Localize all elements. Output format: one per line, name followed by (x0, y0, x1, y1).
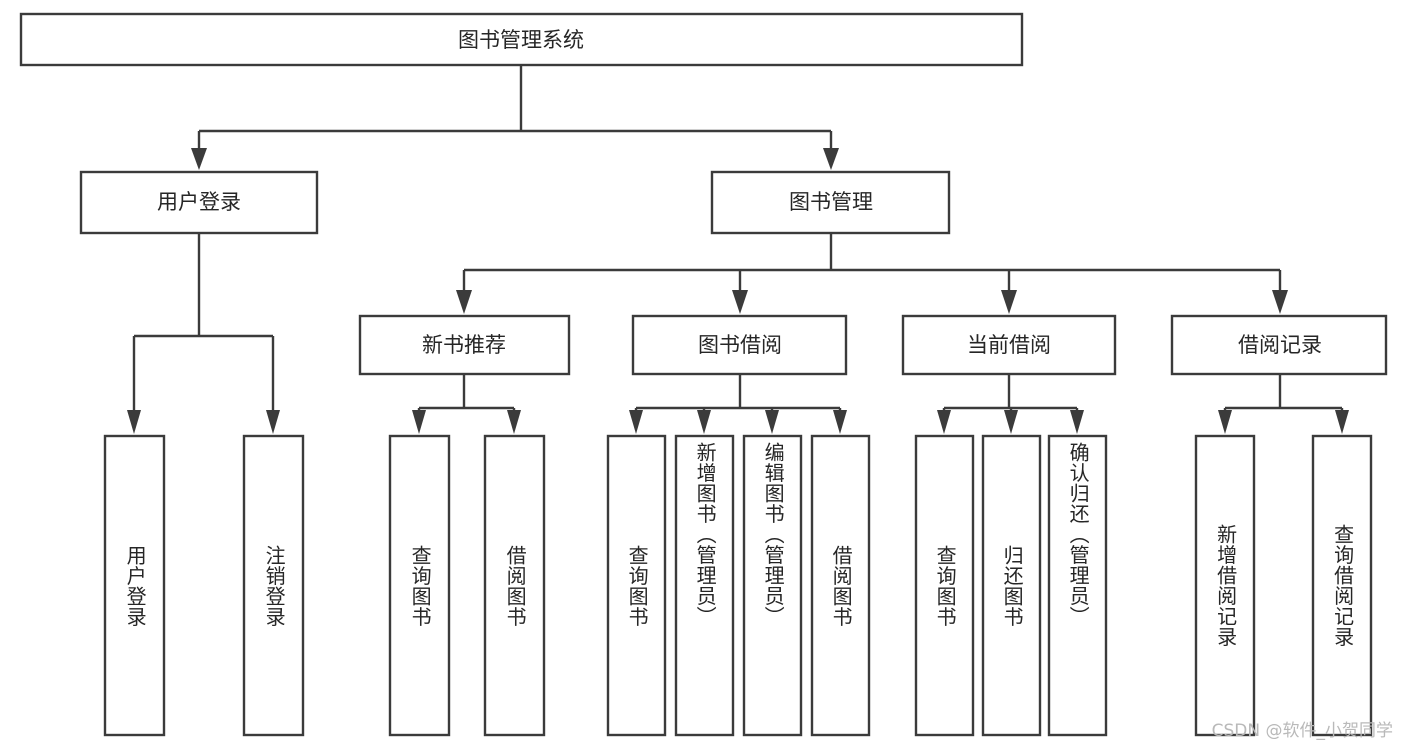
arrow-head-bb-leaf-2 (697, 410, 711, 434)
borrow-record-label: 借阅记录 (1238, 333, 1322, 357)
node-new-book-recommend[interactable]: 新书推荐 (358, 314, 571, 376)
arrow-head-new-book (456, 290, 472, 314)
connector-user-login-to-leaves (127, 233, 280, 434)
arrow-head-nbr-leaf-2 (507, 410, 521, 434)
current-borrow-box[interactable] (901, 314, 1117, 376)
leaf-box-bb-add-book[interactable] (674, 434, 735, 737)
borrow-record-box[interactable] (1170, 314, 1388, 376)
leaf-box-cb-query-book[interactable] (914, 434, 975, 737)
book-borrow-label: 图书借阅 (698, 333, 782, 357)
arrow-head-book-manage (823, 148, 839, 170)
arrow-head-user-login (191, 148, 207, 170)
leaf-box-nbr-borrow-book[interactable] (483, 434, 546, 737)
node-borrow-record[interactable]: 借阅记录 (1170, 314, 1388, 376)
leaf-box-bb-borrow-book[interactable] (810, 434, 871, 737)
node-root[interactable]: 图书管理系统 (19, 12, 1024, 67)
arrow-head-bb-leaf-3 (765, 410, 779, 434)
arrow-head-bb-leaf-4 (833, 410, 847, 434)
new-book-recommend-label: 新书推荐 (422, 333, 506, 357)
root-box[interactable] (19, 12, 1024, 67)
arrow-head-borrow-record (1272, 290, 1288, 314)
arrow-head-cb-leaf-3 (1070, 410, 1084, 434)
node-book-borrow[interactable]: 图书借阅 (631, 314, 848, 376)
leaf-box-nbr-query-book[interactable] (388, 434, 451, 737)
arrow-head-nbr-leaf-1 (412, 410, 426, 434)
leaf-box-bb-query-book[interactable] (606, 434, 667, 737)
connector-book-management-to-level3 (456, 233, 1288, 314)
arrow-head-leaf-logout (266, 410, 280, 434)
leaf-box-br-query-record[interactable] (1311, 434, 1373, 737)
book-management-box[interactable] (710, 170, 951, 235)
arrow-head-br-leaf-2 (1335, 410, 1349, 434)
node-current-borrow[interactable]: 当前借阅 (901, 314, 1117, 376)
leaf-box-logout[interactable] (242, 434, 305, 737)
node-user-login[interactable]: 用户登录 (79, 170, 319, 235)
arrow-head-leaf-user-login (127, 410, 141, 434)
leaf-box-user-login[interactable] (103, 434, 166, 737)
new-book-recommend-box[interactable] (358, 314, 571, 376)
connector-book-borrow-to-leaves (629, 374, 847, 434)
book-borrow-box[interactable] (631, 314, 848, 376)
connector-borrow-record-to-leaves (1218, 374, 1349, 434)
arrow-head-cb-leaf-2 (1004, 410, 1018, 434)
leaf-box-cb-return-book[interactable] (981, 434, 1042, 737)
user-login-label: 用户登录 (157, 190, 241, 214)
arrow-head-bb-leaf-1 (629, 410, 643, 434)
current-borrow-label: 当前借阅 (967, 333, 1051, 357)
leaf-box-cb-confirm-return[interactable] (1047, 434, 1108, 737)
root-label: 图书管理系统 (458, 28, 584, 52)
leaf-box-bb-edit-book[interactable] (742, 434, 803, 737)
leaf-box-br-add-record[interactable] (1194, 434, 1256, 737)
connector-root-to-level2 (191, 65, 839, 170)
arrow-head-br-leaf-1 (1218, 410, 1232, 434)
arrow-head-cb-leaf-1 (937, 410, 951, 434)
arrow-head-book-borrow (732, 290, 748, 314)
connector-new-book-recommend-to-leaves (412, 374, 521, 434)
book-management-label: 图书管理 (789, 190, 873, 214)
arrow-head-current-borrow (1001, 290, 1017, 314)
connector-current-borrow-to-leaves (937, 374, 1084, 434)
node-book-management[interactable]: 图书管理 (710, 170, 951, 235)
